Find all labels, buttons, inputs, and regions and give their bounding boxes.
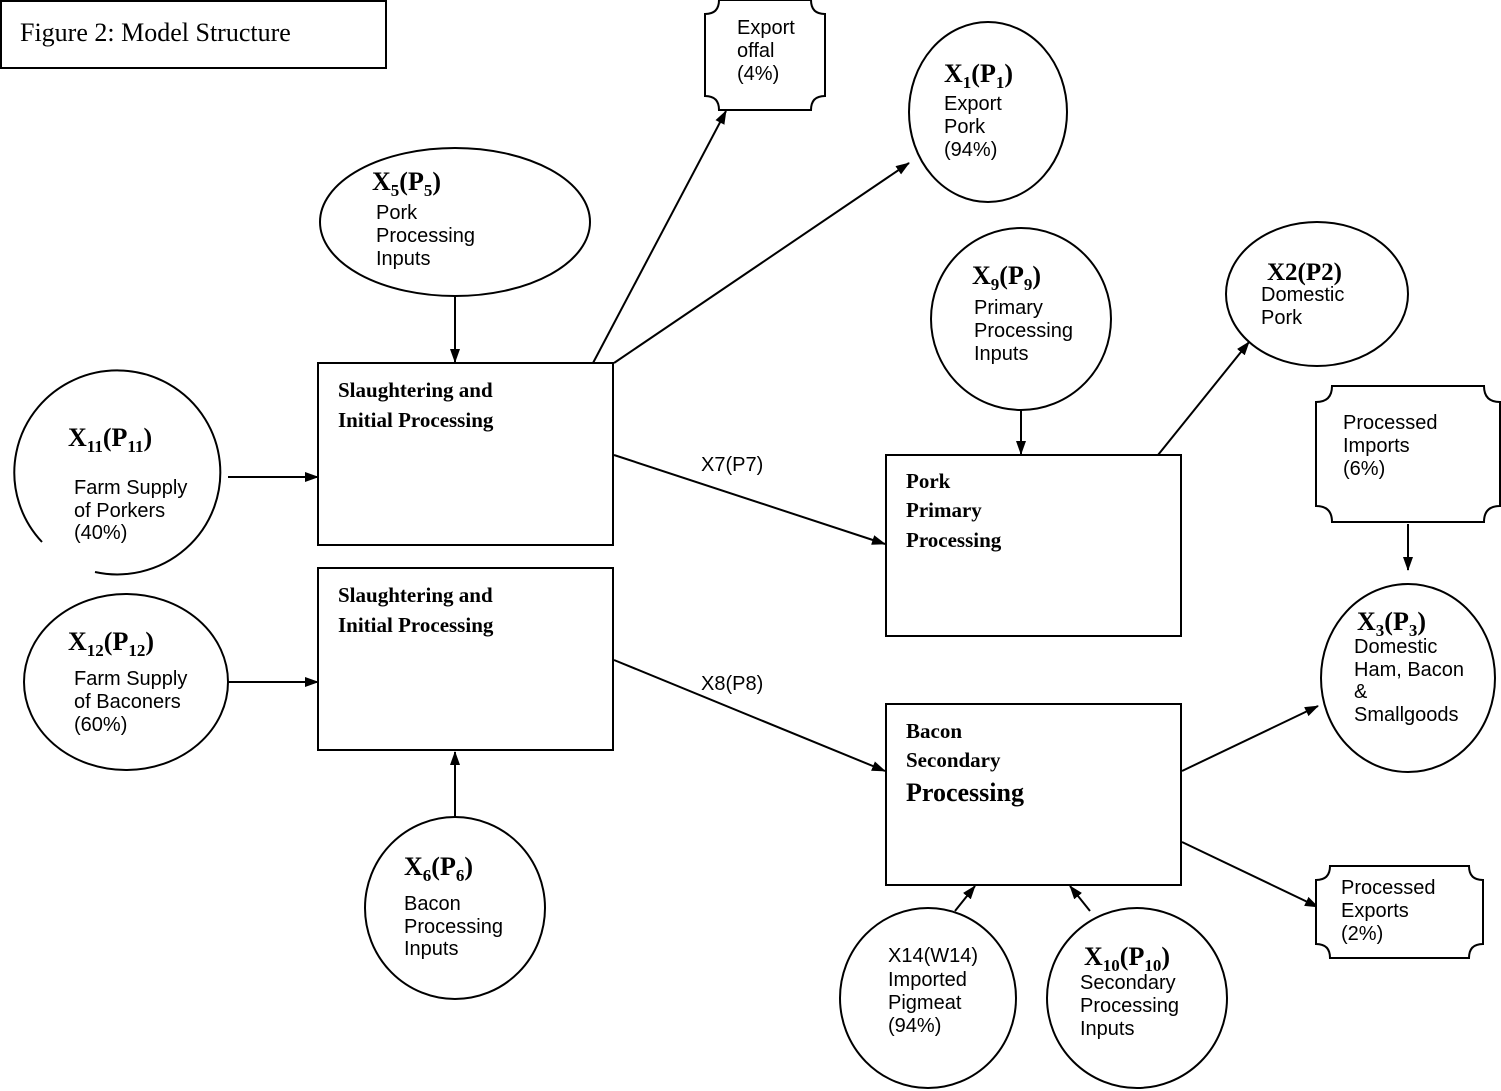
- node-processed-imports: Processed Imports (6%): [1315, 385, 1501, 523]
- node-processed-imports-line3: (6%): [1343, 458, 1385, 480]
- node-x2-header: X2(P2): [1267, 259, 1342, 286]
- edge-label-x8: X8(P8): [701, 673, 763, 695]
- node-x10: X10(P10) Secondary Processing Inputs: [1046, 907, 1228, 1089]
- node-x3-line4: Smallgoods: [1354, 704, 1459, 726]
- node-x6-line1: Bacon: [404, 893, 461, 915]
- node-x9: X9(P9) Primary Processing Inputs: [930, 227, 1112, 411]
- node-x2-line2: Pork: [1261, 307, 1303, 329]
- edge-slaughter-top-to-x1: [613, 162, 910, 364]
- node-x3-header: X3(P3): [1357, 607, 1426, 640]
- edge-pork-primary-to-x2: [1157, 341, 1250, 456]
- node-x9-line3: Inputs: [974, 343, 1028, 365]
- edge-x10-to-bacon-secondary: [1069, 885, 1091, 912]
- box-pork-primary-line2: Primary: [906, 498, 982, 522]
- node-x14-line1: X14(W14): [888, 945, 978, 967]
- node-x5: X5(P5) Pork Processing Inputs: [319, 147, 591, 297]
- node-processed-exports-line1: Processed: [1341, 877, 1436, 899]
- node-x1-line1: Export: [944, 93, 1002, 115]
- node-export-offal-line1: Export: [737, 17, 795, 39]
- edge-x14-to-bacon-secondary: [954, 885, 976, 912]
- node-x2-line1: Domestic: [1261, 284, 1344, 306]
- node-x5-header: X5(P5): [372, 167, 441, 200]
- node-x2: X2(P2) Domestic Pork: [1225, 221, 1409, 367]
- node-x12: X12(P12) Farm Supply of Baconers (60%): [23, 593, 229, 771]
- node-processed-exports-line3: (2%): [1341, 923, 1383, 945]
- node-x5-line1: Pork: [376, 202, 418, 224]
- node-x11-line3: (40%): [74, 522, 127, 544]
- node-x12-line2: of Baconers: [74, 691, 181, 713]
- box-pork-primary-line3: Processing: [906, 528, 1002, 552]
- node-x12-line1: Farm Supply: [74, 668, 187, 690]
- edge-x7: [613, 454, 886, 545]
- node-x14-line4: (94%): [888, 1015, 941, 1037]
- node-export-offal: Export offal (4%): [704, 0, 826, 111]
- node-x9-line1: Primary: [974, 297, 1043, 319]
- box-slaughter-top-line2: Initial Processing: [338, 408, 494, 432]
- box-bacon-secondary-line2: Secondary: [906, 748, 1001, 772]
- node-x5-line3: Inputs: [376, 248, 430, 270]
- node-x6-line2: Processing: [404, 916, 503, 938]
- node-x12-line3: (60%): [74, 714, 127, 736]
- node-x1-line2: Pork: [944, 116, 986, 138]
- edge-x8: [613, 659, 886, 772]
- node-x6-header: X6(P6): [404, 852, 473, 885]
- node-x14: X14(W14) Imported Pigmeat (94%): [839, 907, 1017, 1089]
- node-x9-line2: Processing: [974, 320, 1073, 342]
- node-x6: X6(P6) Bacon Processing Inputs: [364, 816, 546, 1000]
- edges: [228, 110, 1413, 912]
- node-export-offal-line2: offal: [737, 40, 774, 62]
- edge-label-x7: X7(P7): [701, 454, 763, 476]
- edge-bacon-secondary-to-processed-exports: [1181, 841, 1319, 908]
- node-x9-header: X9(P9): [972, 261, 1041, 294]
- node-x3-line1: Domestic: [1354, 636, 1437, 658]
- node-x1: X1(P1) Export Pork (94%): [908, 21, 1068, 203]
- node-processed-imports-line2: Imports: [1343, 435, 1410, 457]
- node-processed-exports-line2: Exports: [1341, 900, 1409, 922]
- node-x10-line1: Secondary: [1080, 972, 1176, 994]
- node-x3: X3(P3) Domestic Ham, Bacon & Smallgoods: [1320, 583, 1496, 773]
- figure-title: Figure 2: Model Structure: [20, 18, 291, 47]
- node-x11-header: X11(P11): [68, 423, 152, 456]
- box-slaughter-top-line1: Slaughtering and: [338, 378, 493, 402]
- box-pork-primary-line1: Pork: [906, 469, 951, 493]
- node-export-offal-line3: (4%): [737, 63, 779, 85]
- box-bacon-secondary: Bacon Secondary Processing: [885, 703, 1182, 886]
- box-bacon-secondary-line3: Processing: [906, 778, 1024, 807]
- box-slaughter-bottom: Slaughtering and Initial Processing: [317, 567, 614, 751]
- box-slaughter-bottom-line1: Slaughtering and: [338, 583, 493, 607]
- box-slaughter-top: Slaughtering and Initial Processing: [317, 362, 614, 546]
- box-bacon-secondary-line1: Bacon: [906, 719, 962, 743]
- edge-slaughter-top-to-export-offal: [592, 110, 727, 364]
- node-x5-line2: Processing: [376, 225, 475, 247]
- box-slaughter-bottom-line2: Initial Processing: [338, 613, 494, 637]
- node-x11: X11(P11) Farm Supply of Porkers (40%): [13, 369, 222, 576]
- figure-title-box: Figure 2: Model Structure: [0, 0, 387, 69]
- node-x1-line3: (94%): [944, 139, 997, 161]
- node-processed-exports: Processed Exports (2%): [1315, 865, 1484, 959]
- node-processed-imports-line1: Processed: [1343, 412, 1438, 434]
- node-x14-line3: Pigmeat: [888, 992, 962, 1014]
- node-x10-line3: Inputs: [1080, 1018, 1134, 1040]
- node-x12-header: X12(P12): [68, 627, 154, 660]
- node-x1-header: X1(P1): [944, 59, 1013, 92]
- edge-bacon-secondary-to-x3: [1181, 705, 1319, 772]
- node-x3-line3: &: [1354, 681, 1368, 703]
- node-x11-line2: of Porkers: [74, 500, 165, 522]
- node-x10-line2: Processing: [1080, 995, 1179, 1017]
- box-pork-primary: Pork Primary Processing: [885, 454, 1182, 637]
- node-x3-line2: Ham, Bacon: [1354, 659, 1464, 681]
- node-x14-line2: Imported: [888, 969, 967, 991]
- node-x6-line3: Inputs: [404, 938, 458, 960]
- node-x10-header: X10(P10): [1084, 942, 1170, 975]
- node-x11-line1: Farm Supply: [74, 477, 187, 499]
